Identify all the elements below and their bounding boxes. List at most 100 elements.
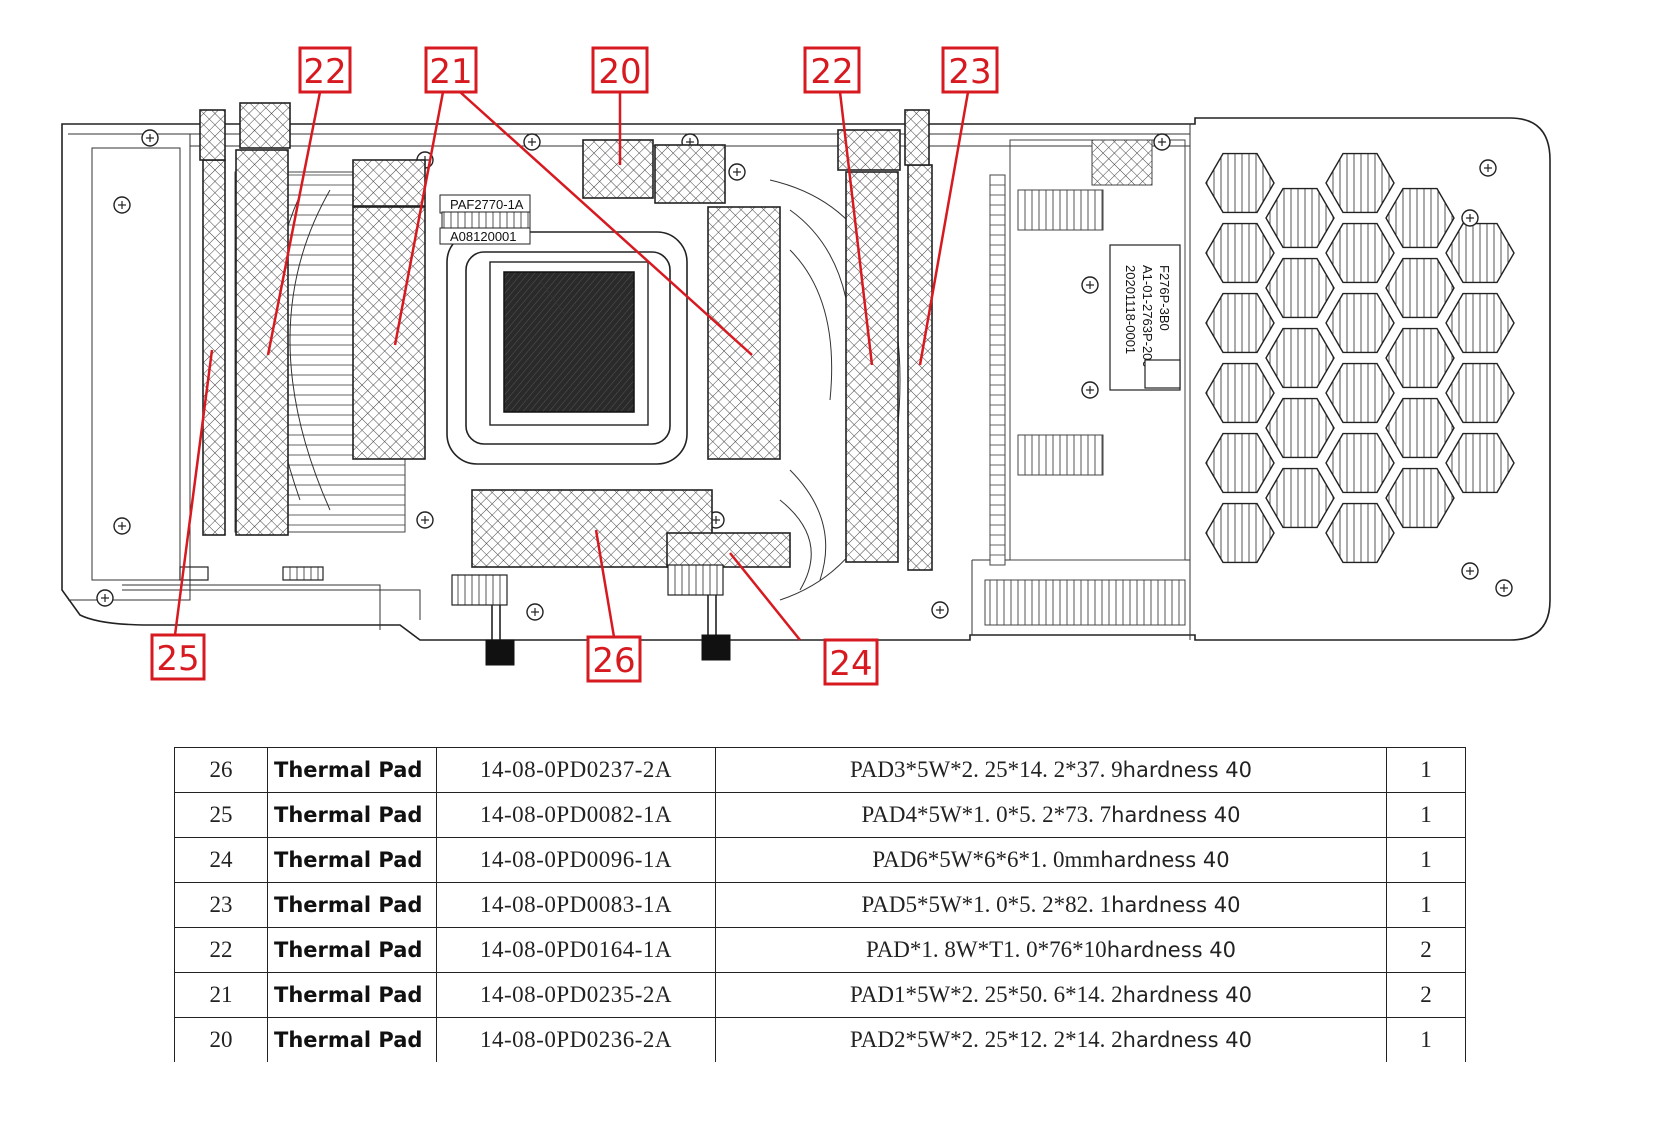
vent-hole: [1385, 187, 1455, 249]
side-label-line2: A1-01-2763P-200: [1140, 265, 1155, 368]
item-name: Thermal Pad: [267, 837, 437, 883]
callout-26: 26: [586, 635, 642, 683]
fan-connectors: [451, 564, 731, 666]
spec-dimensions: PAD3*5W*2. 25*14. 2*37. 9: [850, 757, 1123, 782]
specification: PAD4*5W*1. 0*5. 2*73. 7hardness 40: [715, 792, 1387, 838]
item-name: Thermal Pad: [267, 747, 437, 793]
pad-20: [582, 139, 654, 199]
spec-hardness: hardness 40: [1111, 893, 1241, 917]
pad-25: [202, 159, 226, 536]
vent-hole: [1325, 152, 1395, 214]
vent-hole: [1445, 432, 1515, 494]
part-number: 14-08-0PD0236-2A: [436, 1017, 716, 1062]
screws: [96, 129, 1513, 621]
right-heatsink-fins: [984, 139, 1186, 626]
item-number: 26: [174, 747, 268, 793]
svg-text:22: 22: [303, 52, 346, 92]
vent-hole: [1205, 432, 1275, 494]
vent-hole: [1265, 467, 1335, 529]
spec-hardness: hardness 40: [1100, 848, 1230, 872]
part-number: 14-08-0PD0083-1A: [436, 882, 716, 928]
quantity: 2: [1386, 927, 1466, 973]
svg-text:22: 22: [810, 52, 853, 92]
vent-hole: [1445, 222, 1515, 284]
vent-hole: [1385, 327, 1455, 389]
callout-24: 24: [823, 638, 879, 686]
specification: PAD1*5W*2. 25*50. 6*14. 2hardness 40: [715, 972, 1387, 1018]
vent-hole: [1265, 397, 1335, 459]
pad-24: [666, 532, 791, 568]
item-name: Thermal Pad: [267, 882, 437, 928]
part-number: 14-08-0PD0235-2A: [436, 972, 716, 1018]
svg-text:21: 21: [429, 52, 472, 92]
item-number: 25: [174, 792, 268, 838]
honeycomb-vent: [1205, 152, 1515, 564]
side-sticker: F276P-3B0 A1-01-2763P-200 20201118-0001: [1109, 244, 1181, 391]
pad-22-left: [235, 149, 289, 536]
callout-21: 21: [424, 46, 478, 94]
item-name: Thermal Pad: [267, 927, 437, 973]
callout-lead-lines: [173, 91, 970, 641]
spec-dimensions: PAD2*5W*2. 25*12. 2*14. 2: [850, 1027, 1123, 1052]
side-label-line3: 20201118-0001: [1123, 265, 1138, 354]
vent-hole: [1205, 362, 1275, 424]
vent-hole: [1265, 257, 1335, 319]
item-name: Thermal Pad: [267, 1017, 437, 1062]
vent-hole: [1385, 257, 1455, 319]
spec-hardness: hardness 40: [1106, 938, 1236, 962]
pad-21-left: [352, 206, 426, 460]
spec-dimensions: PAD6*5W*6*6*1. 0mm: [872, 847, 1101, 872]
thermal-pad-diagram: F276P-3B0 A1-01-2763P-200 20201118-0001 …: [61, 46, 1551, 686]
item-number: 24: [174, 837, 268, 883]
vent-hole: [1325, 362, 1395, 424]
svg-text:24: 24: [829, 644, 872, 684]
svg-text:20: 20: [598, 52, 641, 92]
quantity: 1: [1386, 882, 1466, 928]
item-number: 20: [174, 1017, 268, 1062]
vent-hole: [1445, 292, 1515, 354]
specification: PAD3*5W*2. 25*14. 2*37. 9hardness 40: [715, 747, 1387, 793]
item-name: Thermal Pad: [267, 792, 437, 838]
item-number: 21: [174, 972, 268, 1018]
spec-hardness: hardness 40: [1111, 803, 1241, 827]
vent-hole: [1205, 222, 1275, 284]
svg-text:25: 25: [156, 639, 199, 679]
vent-hole: [1385, 467, 1455, 529]
model-sticker: PAF2770-1A A08120001: [439, 194, 531, 245]
quantity: 1: [1386, 837, 1466, 883]
specification: PAD5*5W*1. 0*5. 2*82. 1hardness 40: [715, 882, 1387, 928]
svg-text:23: 23: [948, 52, 991, 92]
part-number: 14-08-0PD0237-2A: [436, 747, 716, 793]
callout-22a: 22: [298, 46, 352, 94]
quantity: 1: [1386, 1017, 1466, 1062]
thermal-pads: [199, 102, 933, 571]
vent-hole: [1325, 432, 1395, 494]
item-number: 23: [174, 882, 268, 928]
spec-dimensions: PAD1*5W*2. 25*50. 6*14. 2: [850, 982, 1123, 1007]
pad-22-right: [845, 171, 899, 563]
gpu-die: [446, 231, 688, 465]
specification: PAD*1. 8W*T1. 0*76*10hardness 40: [715, 927, 1387, 973]
vent-hole: [1265, 187, 1335, 249]
quantity: 1: [1386, 747, 1466, 793]
quantity: 1: [1386, 792, 1466, 838]
vent-hole: [1205, 502, 1275, 564]
vent-hole: [1205, 292, 1275, 354]
spec-dimensions: PAD*1. 8W*T1. 0*76*10: [866, 937, 1107, 962]
callout-25: 25: [150, 633, 206, 681]
bottom-slot: [179, 566, 324, 581]
part-number: 14-08-0PD0082-1A: [436, 792, 716, 838]
vent-hole: [1325, 502, 1395, 564]
callout-20: 20: [591, 46, 649, 94]
part-number: 14-08-0PD0164-1A: [436, 927, 716, 973]
model-label: PAF2770-1A: [450, 197, 524, 212]
part-number: 14-08-0PD0096-1A: [436, 837, 716, 883]
side-label-line1: F276P-3B0: [1157, 265, 1172, 331]
spec-hardness: hardness 40: [1122, 758, 1252, 782]
